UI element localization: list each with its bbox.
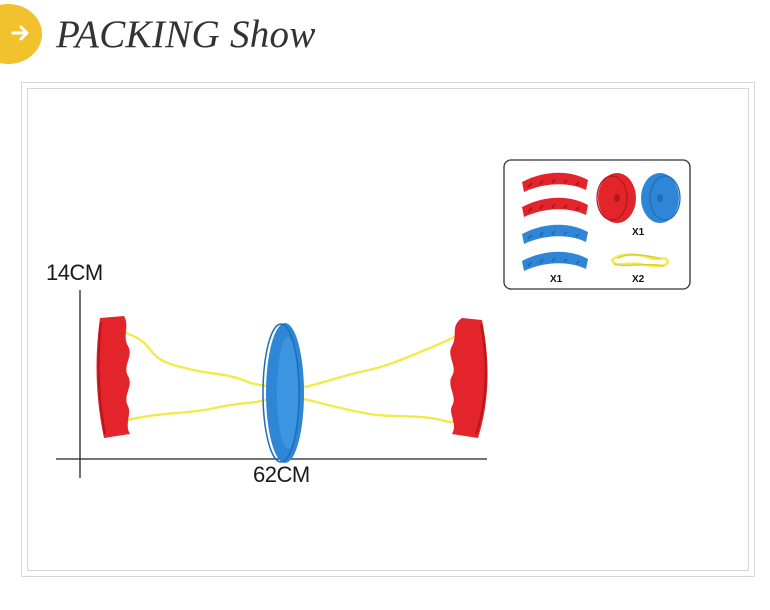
arrow-right-icon	[11, 25, 29, 41]
height-dimension-label: 14CM	[46, 260, 103, 285]
red-handle-part	[522, 172, 588, 192]
handles-quantity: X1	[550, 274, 563, 285]
product-frame	[27, 88, 749, 571]
blue-handle-part	[522, 251, 588, 271]
red-disc-part	[596, 173, 636, 223]
center-disc	[262, 323, 304, 463]
discs-quantity: X1	[632, 227, 645, 238]
rope-bundle	[610, 253, 670, 268]
red-handle-part	[522, 197, 588, 217]
right-handle	[450, 318, 488, 438]
rope	[124, 331, 464, 424]
page-header: PACKING Show	[0, 0, 770, 75]
dimension-axes	[56, 290, 487, 478]
blue-handle-part	[522, 224, 588, 244]
package-contents-box	[503, 159, 691, 290]
width-dimension-label: 62CM	[253, 462, 310, 487]
left-handle	[96, 316, 130, 438]
product-frame-outer	[21, 82, 755, 577]
blue-disc-part	[641, 173, 681, 223]
page-title: PACKING Show	[56, 13, 316, 56]
ropes-quantity: X2	[632, 274, 645, 285]
